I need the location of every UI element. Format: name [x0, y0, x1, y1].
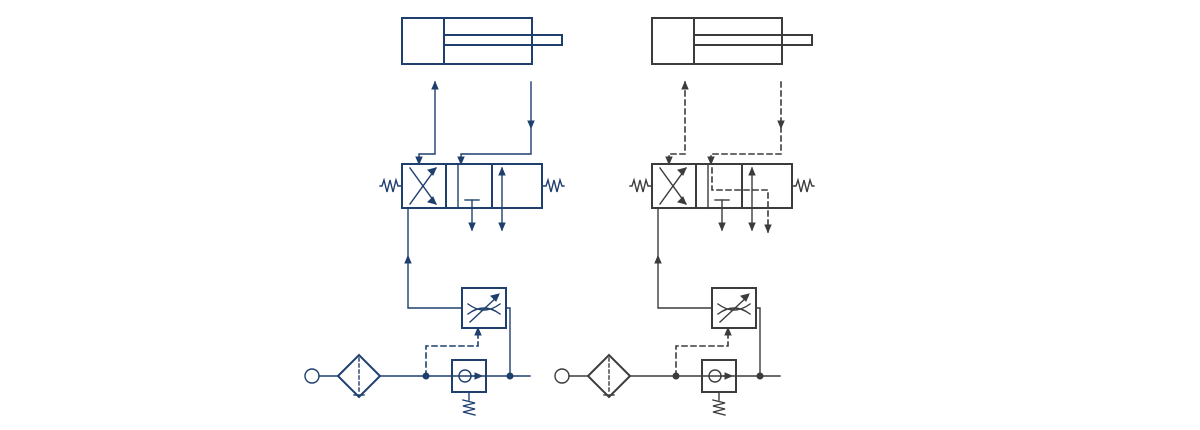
right-circuit	[554, 17, 815, 416]
left-circuit	[304, 17, 565, 416]
